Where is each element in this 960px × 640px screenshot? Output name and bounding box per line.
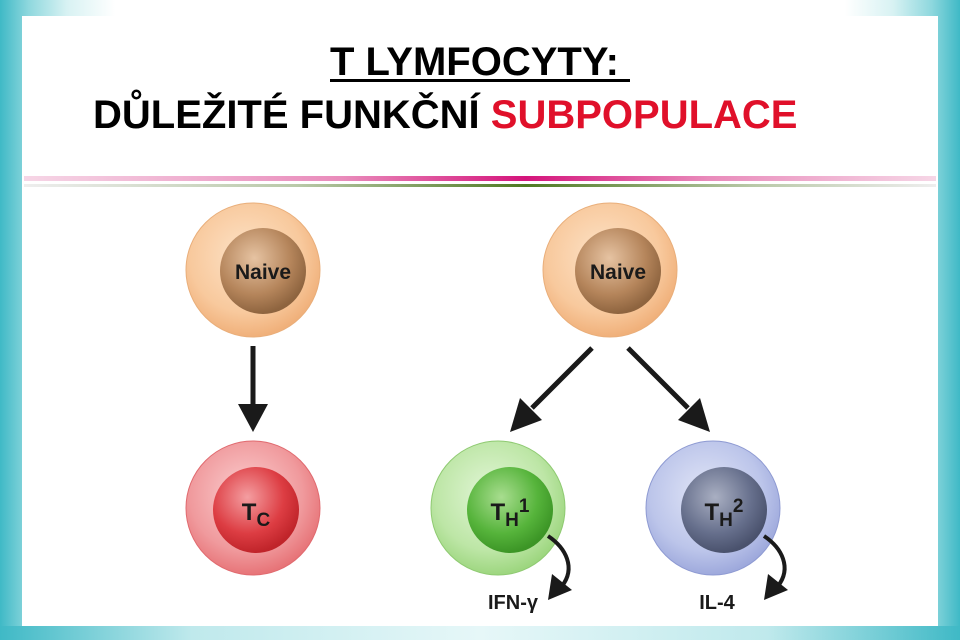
bottom-band bbox=[0, 626, 960, 640]
slide-title-line2: DŮLEŽITÉ FUNKČNÍ SUBPOPULACE bbox=[93, 90, 797, 140]
arrow-naive-to-th2-head bbox=[678, 398, 710, 432]
naive-cell-right: Naive bbox=[542, 202, 678, 338]
cytokine-th1-label: IFN-γ bbox=[488, 592, 539, 614]
tc-label: TC bbox=[242, 499, 271, 531]
arrow-naive-to-th1 bbox=[530, 346, 594, 410]
secretion-arrow-th1 bbox=[546, 534, 571, 588]
naive-right-label: Naive bbox=[590, 261, 646, 284]
secretion-arrow-th2-head bbox=[764, 574, 788, 600]
th1-label: TH1 bbox=[491, 496, 530, 531]
naive-left-label: Naive bbox=[235, 261, 291, 284]
naive-cell-left: Naive bbox=[185, 202, 321, 338]
secretion-arrow-th1-head bbox=[548, 574, 572, 600]
title-red-text: SUBPOPULACE bbox=[490, 93, 798, 137]
arrow-naive-to-th1-head bbox=[510, 398, 542, 432]
cytokine-th2-label: IL-4 bbox=[699, 592, 735, 614]
th2-cell: TH2 bbox=[645, 440, 781, 576]
arrow-naive-to-th2 bbox=[626, 346, 690, 410]
slide-title-line1: T LYMFOCYTY: bbox=[330, 40, 630, 84]
arrow-naive-to-tc-head bbox=[238, 404, 268, 432]
divider-pink bbox=[24, 176, 936, 181]
divider-green bbox=[24, 184, 936, 187]
th1-cell: TH1 bbox=[430, 440, 566, 576]
title-black-text: DŮLEŽITÉ FUNKČNÍ bbox=[93, 93, 491, 137]
secretion-arrow-th2 bbox=[762, 534, 787, 588]
tc-cell: TC bbox=[185, 440, 321, 576]
th2-label: TH2 bbox=[705, 496, 744, 531]
